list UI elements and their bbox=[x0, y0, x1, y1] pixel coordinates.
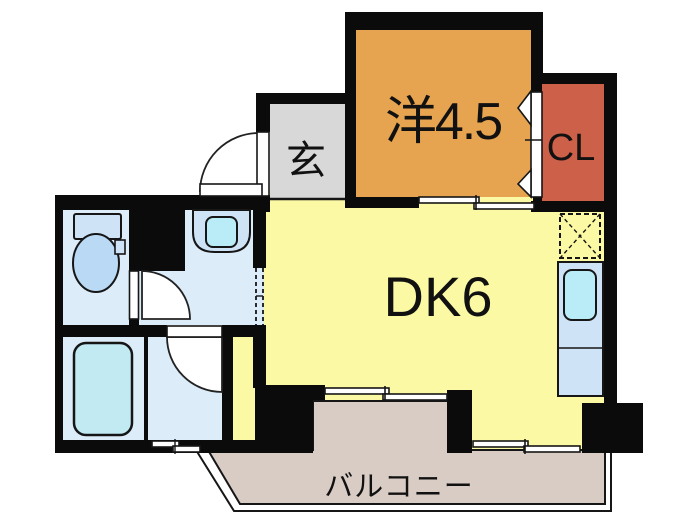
closet-label: CL bbox=[547, 127, 596, 169]
kitchen-unit bbox=[557, 261, 604, 397]
refrigerator-space-box bbox=[559, 213, 601, 259]
wall-segment bbox=[253, 325, 266, 388]
wall-segment bbox=[139, 210, 185, 271]
toilet-door-swing-arc bbox=[141, 270, 191, 320]
utility-door-swing-arc bbox=[166, 336, 223, 393]
western-room-label: 洋4.5 bbox=[385, 93, 501, 151]
wall-segment bbox=[55, 325, 167, 337]
entry-door bbox=[199, 131, 270, 197]
refrigerator-space bbox=[559, 213, 601, 259]
wall-segment bbox=[256, 93, 345, 104]
wall-segment bbox=[222, 325, 233, 453]
wall-segment bbox=[345, 12, 356, 208]
refrigerator-space-cross-line bbox=[559, 213, 601, 259]
entry-door-leaf bbox=[199, 183, 263, 197]
wall-segment bbox=[256, 93, 270, 132]
sliding-panel bbox=[151, 440, 180, 448]
wall-segment bbox=[55, 195, 63, 453]
wall-segment bbox=[255, 385, 325, 400]
closet-folding-door-wedge bbox=[516, 167, 532, 199]
wall-segment bbox=[345, 197, 419, 208]
wash-basin bbox=[192, 209, 251, 253]
balcony-sliding-door bbox=[324, 386, 448, 402]
utility-door bbox=[166, 325, 223, 393]
utility-sliding-window bbox=[151, 439, 201, 454]
western-room-floor bbox=[356, 30, 531, 197]
toilet-door-opening bbox=[128, 270, 140, 320]
sliding-panel bbox=[324, 387, 390, 395]
sliding-panel bbox=[472, 440, 529, 448]
sliding-panel bbox=[172, 445, 201, 453]
wall-segment bbox=[129, 319, 139, 329]
wall-segment bbox=[531, 201, 617, 212]
balcony-outer-rail-line bbox=[195, 449, 612, 512]
wall-segment bbox=[582, 403, 643, 453]
toilet-door bbox=[128, 270, 191, 320]
room-sliding-door bbox=[418, 195, 535, 210]
kitchen-sink bbox=[563, 269, 597, 321]
wall-segment bbox=[129, 210, 139, 271]
wall-segment bbox=[255, 400, 313, 453]
wash-basin-bowl bbox=[205, 216, 238, 248]
toilet-flush-handle bbox=[114, 239, 126, 255]
wall-segment bbox=[345, 12, 543, 30]
kitchen-sliding-window bbox=[472, 439, 581, 454]
sliding-panel bbox=[523, 445, 581, 453]
wall-segment bbox=[604, 73, 617, 412]
wall-segment bbox=[144, 337, 148, 440]
closet-folding-door-wedge bbox=[516, 88, 532, 128]
entrance-label: 玄 bbox=[286, 139, 326, 183]
entrance-floor bbox=[270, 104, 345, 199]
sliding-panel bbox=[418, 196, 480, 204]
closet-folding-door bbox=[516, 88, 543, 199]
utility-door-opening bbox=[166, 325, 223, 338]
washroom-open-doorway bbox=[255, 268, 264, 325]
toilet bbox=[72, 213, 126, 293]
wall-segment bbox=[531, 73, 617, 84]
wall-segment bbox=[447, 390, 472, 453]
wall-segment bbox=[55, 195, 270, 210]
sliding-panel bbox=[382, 393, 448, 401]
balcony-label: バルコニー bbox=[324, 471, 473, 503]
bathtub bbox=[72, 341, 134, 437]
entry-door-swing-arc bbox=[199, 132, 260, 193]
entry-door-opening bbox=[256, 131, 270, 197]
closet-folding-door-track bbox=[530, 91, 543, 198]
toilet-bowl bbox=[72, 233, 120, 293]
sliding-panel bbox=[473, 202, 535, 210]
closet-floor bbox=[542, 84, 604, 201]
wall-segment bbox=[531, 12, 543, 92]
dining-kitchen-label: DK6 bbox=[384, 265, 493, 328]
room-labels: 玄 洋4.5 CL DK6 バルコニー bbox=[286, 93, 595, 503]
wall-segment bbox=[253, 210, 266, 268]
